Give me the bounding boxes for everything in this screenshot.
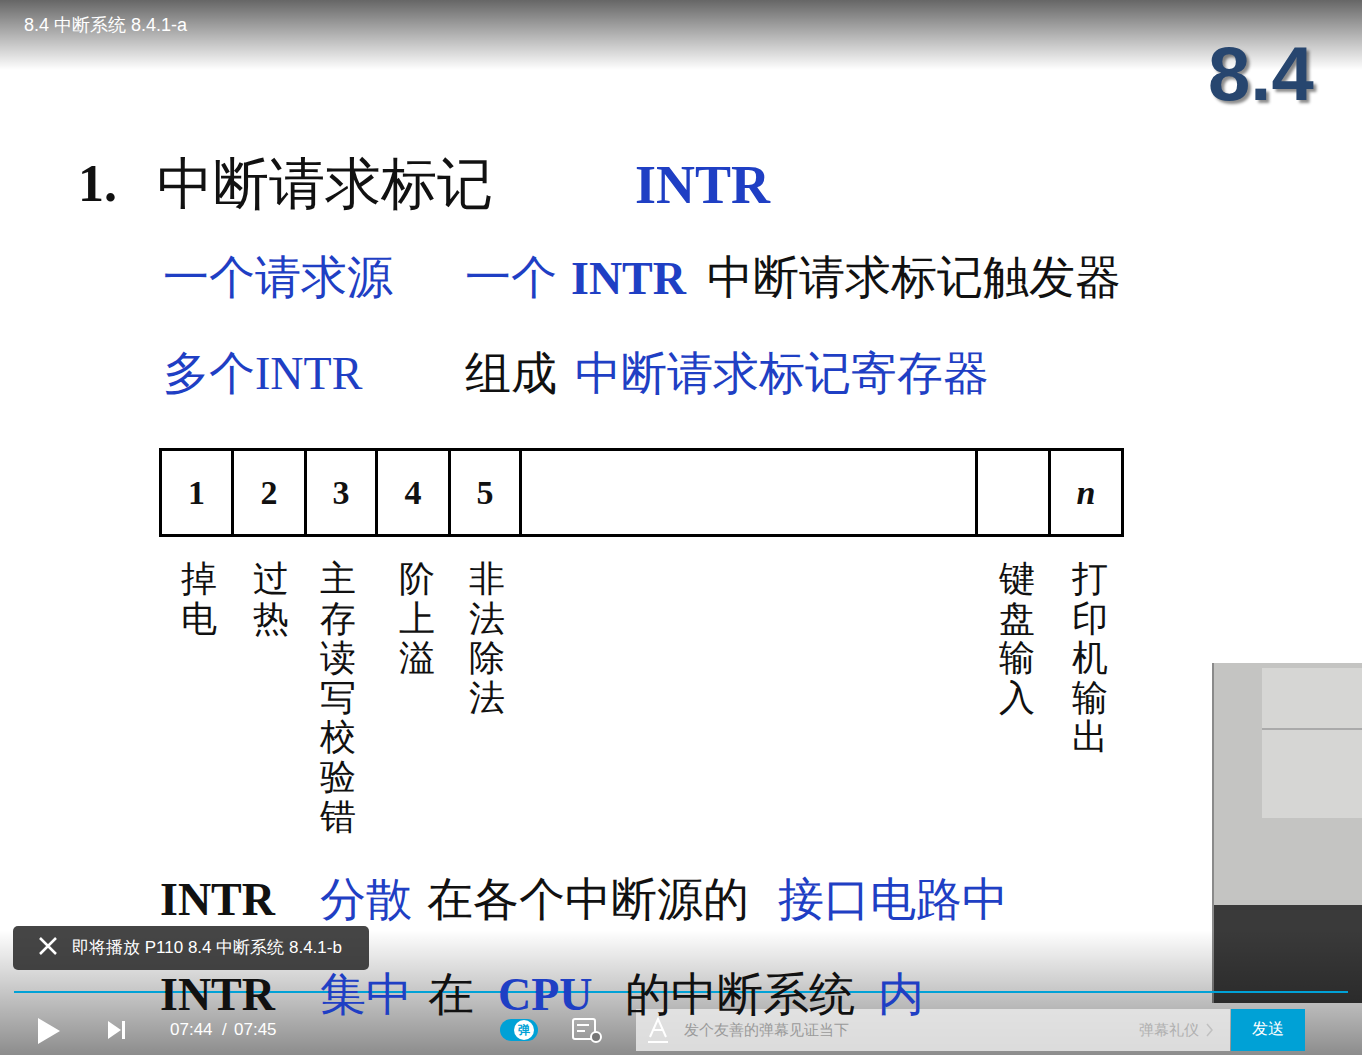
font-icon [648,1019,668,1042]
signal-name: INTR [635,158,770,212]
register-cell: 4 [375,448,451,537]
signal-name: INTR [571,256,686,302]
time-text: / [222,1021,227,1038]
signal-name: INTR [160,877,275,923]
bit-label: 非法除法 [469,560,505,718]
slide-text: 内 [878,972,924,1018]
toggle-text: 弹 [518,1024,530,1036]
video-title: 8.4 中断系统 8.4.1-a [24,16,187,34]
register-cell: n [1048,448,1124,537]
item-number: 1. [78,158,117,210]
register-cell: 5 [448,448,522,537]
close-icon [40,938,56,954]
bit-label: 过热 [253,560,289,639]
top-shade [0,0,1362,70]
bit-number: 2 [261,476,278,510]
slide-text: 的中断系统 [625,972,855,1018]
bit-label: 打印机输出 [1072,560,1108,758]
next-popup-text: 即将播放 P110 8.4 中断系统 8.4.1-b [72,939,342,956]
bit-number: 3 [333,476,350,510]
register-cell: 1 [159,448,234,537]
slide-text: 集中 [320,972,412,1018]
item-heading: 中断请求标记 [157,156,493,212]
progress-line [14,991,1348,993]
slide-text: CPU [498,972,593,1018]
next-popup [13,926,369,970]
slide-text: 接口电路中 [778,877,1008,923]
danmaku-toggle [500,1019,538,1041]
slide-text: 分散 [320,877,412,923]
bit-label: 掉电 [181,560,217,639]
section-number: 8.4 [1208,36,1314,112]
send-button [1231,1009,1305,1051]
register-cell [521,450,977,536]
slide-text: 中断请求标记触发器 [707,255,1121,301]
play-icon [38,1018,60,1044]
bit-label: 主存读写校验错 [320,560,356,837]
slide-text: 组成 [465,351,557,397]
register-cell [977,450,1050,536]
danmaku-input [636,1009,1230,1051]
slide-text: 中断请求标记寄存器 [575,351,989,397]
slide-text: 一个请求源 [163,255,393,301]
next-icon [108,1021,121,1039]
slide-text: 一个 [465,255,557,301]
time-text: 07:45 [234,1021,277,1038]
chevron-icon [1207,1024,1212,1036]
slide-text: 在 [428,972,474,1018]
slide-text: 在各个中断源的 [427,877,749,923]
bit-label: 键盘输入 [999,560,1035,718]
register-cell: 2 [231,448,307,537]
bit-label: 阶上溢 [399,560,435,679]
etiquette-link: 弹幕礼仪 [1139,1022,1199,1037]
danmaku-toggle [514,1020,534,1040]
next-icon [122,1021,125,1039]
input-placeholder: 发个友善的弹幕见证当下 [684,1022,849,1037]
bit-number: n [1077,476,1096,510]
bit-number: 5 [477,476,494,510]
register-cell: 3 [304,448,378,537]
time-text: 07:44 [170,1021,213,1038]
bit-number: 1 [188,476,205,510]
signal-name: INTR [160,972,275,1018]
slide-text: 多个INTR [163,351,362,397]
settings-icon [573,1019,601,1042]
bit-number: 4 [405,476,422,510]
send-text: 发送 [1252,1021,1284,1037]
